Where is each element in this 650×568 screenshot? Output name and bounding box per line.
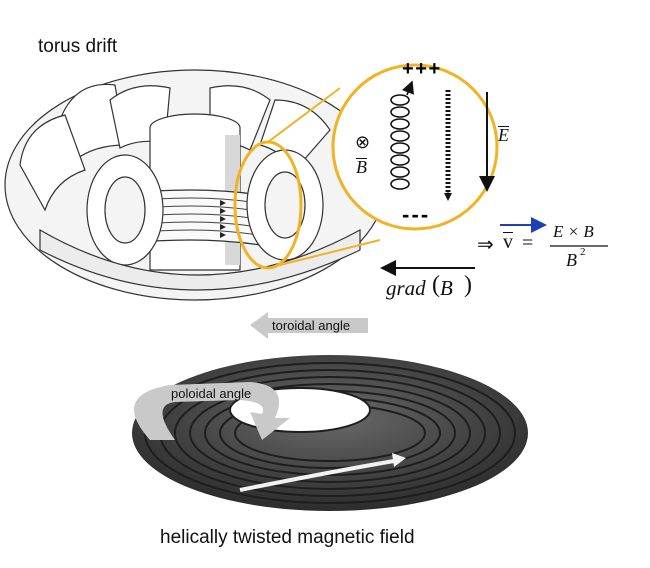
implies-symbol: ⇒ [477, 234, 494, 256]
e-vector-label: E [498, 125, 509, 145]
poloidal-angle-arrow [134, 382, 290, 440]
helical-stripes [144, 362, 516, 504]
field-arrowheads [220, 200, 226, 238]
velocity-symbol: v [503, 231, 513, 253]
toroidal-angle-arrow [250, 312, 368, 339]
figure-caption: helically twisted magnetic field [160, 527, 415, 548]
charges-top: + + + [402, 58, 440, 80]
b-vector-label: B [356, 157, 367, 177]
tokamak-drawing [4, 69, 386, 301]
magnetic-torus [132, 355, 528, 511]
coil-left [19, 114, 86, 212]
grad-label: grad [386, 276, 426, 300]
connector-bottom [267, 239, 381, 269]
poloidal-angle-label: poloidal angle [171, 386, 252, 401]
ion-gyro-spiral [390, 80, 414, 190]
diagram-title: torus drift [38, 36, 118, 57]
charges-bottom: - - - [402, 202, 428, 227]
equals-symbol: = [522, 232, 534, 254]
b-field-symbol: ⊗ [355, 132, 371, 152]
grad-b-label: B [440, 276, 453, 300]
zoom-circle [331, 63, 499, 231]
formula-numerator: E × B [553, 222, 594, 241]
grad-parens: ( ) [432, 272, 472, 298]
field-line-highlight [239, 458, 401, 492]
torus-base [39, 228, 361, 291]
formula-exponent: 2 [580, 246, 586, 258]
connector-top [267, 87, 341, 143]
toroidal-angle-label: toroidal angle [272, 318, 351, 333]
formula-denominator: B [566, 250, 577, 270]
